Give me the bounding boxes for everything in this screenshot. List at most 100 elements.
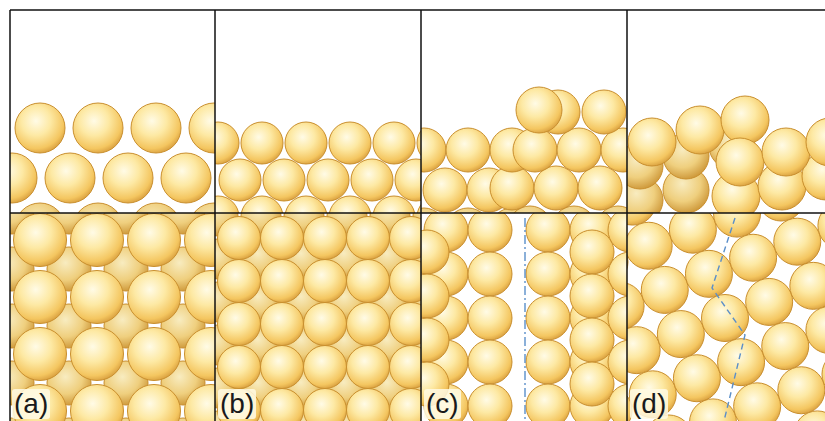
atom bbox=[608, 296, 627, 340]
atom bbox=[261, 346, 304, 389]
atom bbox=[790, 262, 825, 309]
atom-group bbox=[421, 128, 627, 172]
atom bbox=[774, 218, 821, 265]
atom bbox=[261, 217, 304, 260]
atom bbox=[307, 159, 349, 201]
atom-group bbox=[516, 87, 562, 133]
atom bbox=[128, 385, 181, 421]
atom bbox=[778, 367, 825, 414]
atom bbox=[794, 411, 825, 421]
atom bbox=[218, 217, 261, 260]
atom bbox=[10, 153, 37, 203]
atom bbox=[329, 122, 371, 164]
atom bbox=[304, 389, 347, 421]
atom bbox=[73, 103, 123, 153]
atom bbox=[526, 296, 570, 340]
atom bbox=[526, 384, 570, 421]
atom bbox=[673, 355, 720, 402]
atom bbox=[806, 118, 825, 166]
atom bbox=[746, 278, 793, 325]
atom bbox=[718, 339, 765, 386]
atom bbox=[304, 303, 347, 346]
atom bbox=[241, 122, 283, 164]
atom bbox=[218, 260, 261, 303]
atom bbox=[721, 96, 769, 144]
atom bbox=[185, 214, 216, 267]
atom-group bbox=[10, 213, 215, 421]
atom bbox=[189, 203, 215, 213]
atom bbox=[131, 203, 181, 213]
atom bbox=[608, 252, 627, 296]
atom bbox=[762, 323, 809, 370]
atom bbox=[421, 128, 446, 172]
atom-group bbox=[219, 159, 421, 201]
atom bbox=[185, 385, 216, 421]
atom bbox=[128, 214, 181, 267]
atom bbox=[15, 203, 65, 213]
atom bbox=[421, 230, 449, 274]
atom bbox=[570, 318, 614, 362]
atom bbox=[347, 260, 390, 303]
atom bbox=[15, 103, 65, 153]
atom bbox=[71, 328, 124, 381]
atom bbox=[347, 389, 390, 421]
atom bbox=[14, 214, 67, 267]
atom bbox=[218, 346, 261, 389]
atom bbox=[468, 384, 512, 421]
atom bbox=[716, 138, 764, 186]
atom bbox=[657, 311, 704, 358]
atom bbox=[762, 128, 810, 176]
atom bbox=[219, 159, 261, 201]
atom bbox=[390, 346, 422, 389]
atom bbox=[669, 213, 716, 253]
atom-group bbox=[716, 118, 825, 186]
atom bbox=[608, 213, 627, 252]
atom-group bbox=[15, 203, 215, 213]
atom-group bbox=[215, 213, 421, 421]
atom bbox=[185, 328, 216, 381]
atom bbox=[421, 318, 449, 362]
atom bbox=[421, 274, 449, 318]
atom-group bbox=[215, 122, 421, 164]
atom bbox=[627, 327, 660, 374]
atom bbox=[351, 159, 393, 201]
panel-frame bbox=[10, 10, 825, 421]
atom bbox=[627, 222, 672, 269]
atom bbox=[71, 385, 124, 421]
atom bbox=[570, 230, 614, 274]
guide-line bbox=[525, 218, 745, 421]
atom bbox=[608, 340, 627, 384]
atom bbox=[468, 213, 512, 252]
atom bbox=[424, 384, 468, 421]
atom bbox=[218, 389, 261, 421]
atom bbox=[822, 351, 825, 398]
atom bbox=[689, 399, 736, 421]
atom bbox=[806, 307, 825, 354]
atom bbox=[347, 303, 390, 346]
atom bbox=[304, 217, 347, 260]
atom bbox=[261, 303, 304, 346]
atom bbox=[390, 303, 422, 346]
atom bbox=[570, 274, 614, 318]
atom bbox=[601, 128, 627, 172]
atom bbox=[304, 346, 347, 389]
atom bbox=[730, 234, 777, 281]
atom bbox=[347, 217, 390, 260]
atom bbox=[103, 153, 153, 203]
panel-label: (c) bbox=[424, 389, 461, 419]
atom bbox=[582, 90, 626, 134]
panel-label: (d) bbox=[630, 389, 668, 419]
atom bbox=[714, 213, 761, 237]
atom bbox=[818, 213, 825, 249]
atom bbox=[423, 168, 467, 212]
atom-group bbox=[423, 166, 622, 212]
atom bbox=[468, 252, 512, 296]
atom bbox=[71, 214, 124, 267]
atom-group bbox=[627, 213, 825, 421]
atom bbox=[131, 103, 181, 153]
atom-group bbox=[15, 103, 215, 153]
atom bbox=[557, 128, 601, 172]
atom bbox=[185, 271, 216, 324]
atom bbox=[263, 159, 305, 201]
